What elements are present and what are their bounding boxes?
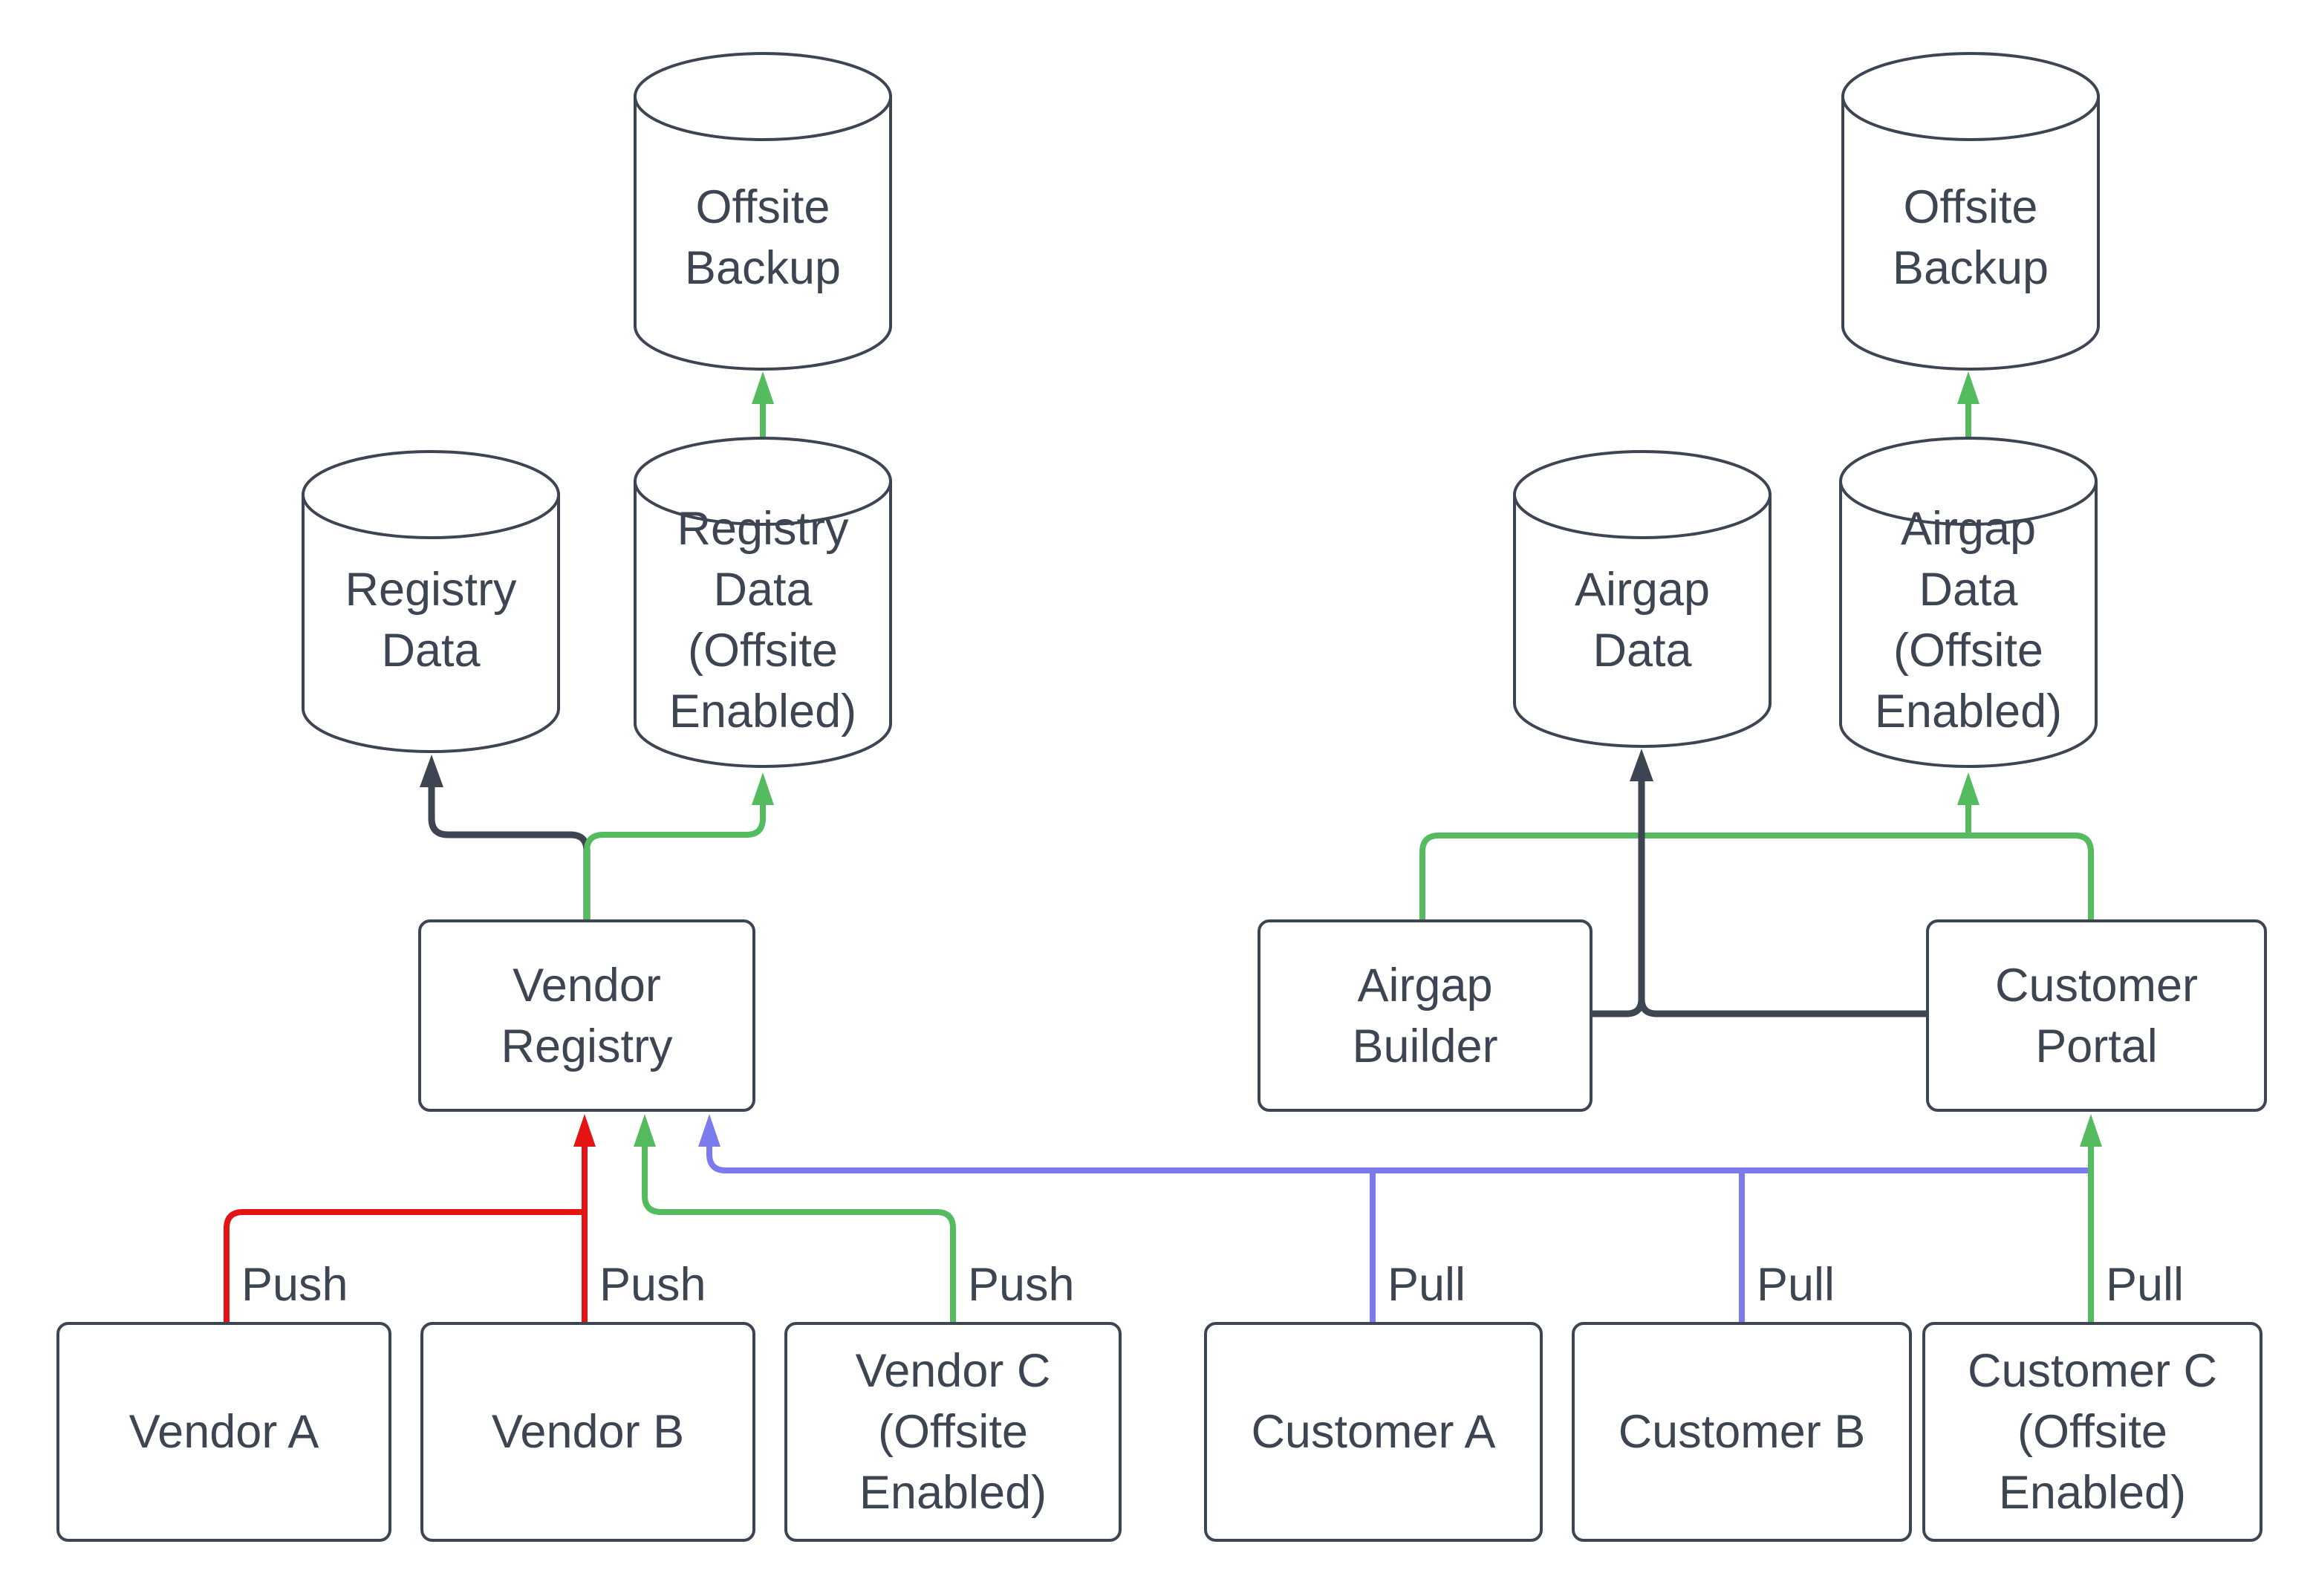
cylinder-body [1839, 481, 2098, 768]
edge-registry-offsite-path [584, 805, 766, 919]
edge-vendor-a-push [224, 1209, 585, 1322]
cylinder-top [634, 437, 892, 526]
arrowhead-airgap-data-icon [1630, 749, 1653, 781]
edge-vendor-b-push [573, 1114, 596, 1322]
node-customer-c: Customer C (Offsite Enabled) [1922, 1322, 2262, 1542]
node-vendor-c: Vendor C (Offsite Enabled) [784, 1322, 1122, 1542]
edge-label-pull-customer-c: Pull [2106, 1259, 2184, 1311]
registry-data-text: Registry Data [345, 564, 517, 677]
edge-label-push-vendor-a: Push [241, 1259, 348, 1311]
arrowhead-offsite-backup-left-icon [752, 371, 774, 404]
cylinder-body [634, 481, 892, 768]
cylinder-top [1839, 437, 2098, 526]
arrowhead-customer-portal-icon [2080, 1114, 2102, 1147]
cylinder-offsite-backup-right [1841, 52, 2100, 371]
node-vendor-a: Vendor A [56, 1322, 391, 1542]
arrowhead-offsite-backup-right-icon [1957, 371, 1979, 404]
cylinder-registry-data [302, 450, 560, 753]
vendor-c-text: Vendor C (Offsite Enabled) [855, 1345, 1051, 1519]
cylinder-offsite-backup-left [634, 52, 892, 371]
cylinder-top [1513, 450, 1772, 539]
cylinder-label-offsite-backup-right: Offsite Backup [1843, 111, 2098, 364]
cylinder-label-airgap-data: Airgap Data [1515, 486, 1770, 754]
cylinder-airgap-data-offsite [1839, 437, 2098, 768]
customer-b-text: Customer B [1618, 1406, 1866, 1458]
edge-airgap-builder-to-airgap-data [1593, 749, 1926, 1017]
cylinder-label-airgap-data-offsite: Airgap Data (Offsite Enabled) [1841, 468, 2096, 772]
edge-label-push-vendor-b: Push [599, 1259, 706, 1311]
arrowhead-vendor-registry-green-icon [634, 1114, 656, 1147]
edge-label-push-vendor-c: Push [968, 1259, 1075, 1311]
cylinder-top [302, 450, 560, 539]
vendor-b-text: Vendor B [491, 1406, 685, 1458]
cylinder-body [634, 97, 892, 371]
node-customer-b: Customer B [1572, 1322, 1912, 1542]
cylinder-airgap-data [1513, 450, 1772, 748]
arrowhead-vendor-registry-red-icon [573, 1114, 596, 1147]
cylinder-top [634, 52, 892, 141]
cylinder-body [1513, 495, 1772, 748]
offsite-backup-right-text: Offsite Backup [1892, 181, 2049, 294]
node-customer-portal: Customer Portal [1926, 919, 2267, 1112]
arrowhead-airgap-data-offsite-icon [1957, 772, 1979, 805]
vendor-a-text: Vendor A [128, 1406, 319, 1458]
edge-airgap-offsite-to-offsite-backup [1957, 371, 1979, 438]
edge-right-green-trunk [1419, 833, 2094, 921]
edge-to-airgap-data-offsite [1957, 772, 1979, 836]
arrowhead-vendor-registry-blue-icon [698, 1114, 720, 1147]
edge-label-pull-customer-b: Pull [1757, 1259, 1835, 1311]
cylinder-body [1841, 97, 2100, 371]
arrowhead-registry-data-icon [420, 755, 443, 787]
customer-c-text: Customer C (Offsite Enabled) [1967, 1345, 2218, 1519]
edge-vendor-registry-to-registry-data [420, 755, 591, 919]
edge-pull-trunk-to-vendor-registry [698, 1114, 2091, 1173]
customer-portal-text: Customer Portal [1994, 959, 2199, 1072]
airgap-data-offsite-text: Airgap Data (Offsite Enabled) [1874, 503, 2063, 737]
registry-data-offsite-text: Registry Data (Offsite Enabled) [668, 503, 857, 737]
edge-vendor-registry-to-registry-data-offsite [584, 772, 774, 919]
edge-pull-trunk-path [706, 1147, 2091, 1173]
node-customer-a: Customer A [1204, 1322, 1543, 1542]
edge-vendor-c-push [634, 1114, 956, 1322]
edge-vendor-a-path [224, 1209, 585, 1322]
edge-customer-c-pull [2080, 1114, 2102, 1322]
edge-vendor-c-path [642, 1147, 956, 1322]
edge-customer-portal-to-airgap-builder [1419, 833, 2094, 921]
cylinder-label-offsite-backup-left: Offsite Backup [635, 111, 891, 364]
airgap-data-text: Airgap Data [1574, 564, 1711, 677]
node-airgap-builder: Airgap Builder [1258, 919, 1593, 1112]
edge-label-pull-customer-a: Pull [1388, 1259, 1466, 1311]
arrowhead-registry-data-offsite-icon [752, 772, 774, 805]
edge-registry-offsite-to-offsite-backup [752, 371, 774, 438]
edge-registry-data-path [428, 787, 591, 919]
cylinder-label-registry-data-offsite: Registry Data (Offsite Enabled) [635, 468, 891, 772]
customer-a-text: Customer A [1251, 1406, 1496, 1458]
vendor-registry-text: Vendor Registry [501, 959, 673, 1072]
cylinder-body [302, 495, 560, 753]
cylinder-registry-data-offsite [634, 437, 892, 768]
node-vendor-b: Vendor B [420, 1322, 755, 1542]
edge-airgap-builder-segment [1593, 781, 1645, 1017]
edge-customer-portal-segment [1638, 781, 1926, 1017]
offsite-backup-left-text: Offsite Backup [684, 181, 842, 294]
airgap-builder-text: Airgap Builder [1352, 959, 1498, 1072]
cylinder-label-registry-data: Registry Data [303, 486, 559, 754]
cylinder-top [1841, 52, 2100, 141]
node-vendor-registry: Vendor Registry [418, 919, 755, 1112]
